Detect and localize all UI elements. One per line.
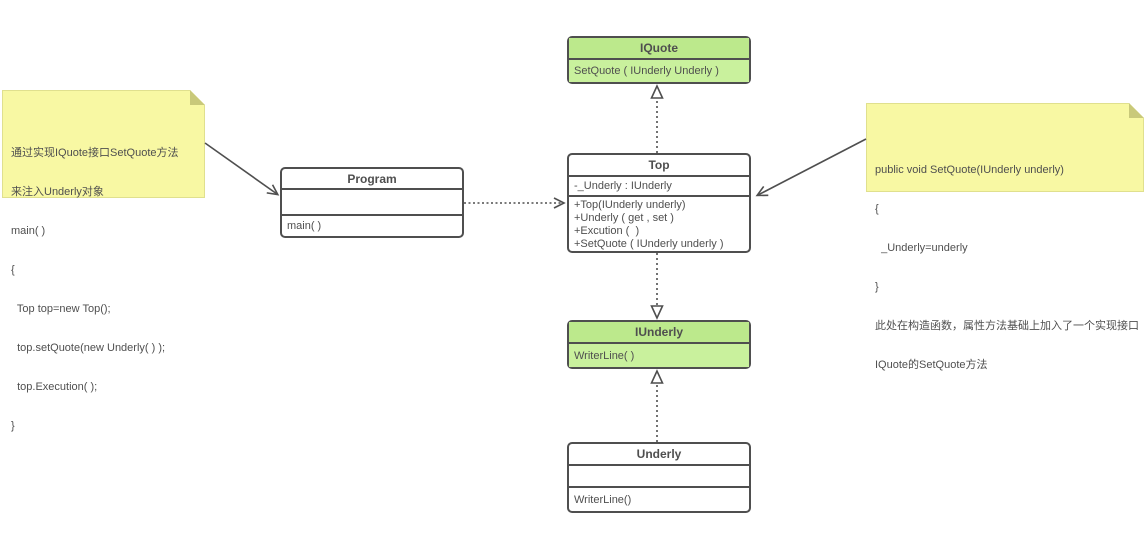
class-box-top[interactable]: Top -_Underly : IUnderly +Top(IUnderly u… [567, 153, 751, 253]
class-fields-underly-empty [569, 466, 749, 488]
note-right[interactable]: public void SetQuote(IUnderly underly) {… [866, 103, 1144, 371]
class-box-iquote[interactable]: IQuote SetQuote ( IUnderly Underly ) [567, 36, 751, 84]
note-left-line: 来注入Underly对象 [11, 186, 104, 198]
class-method-top-underly: +Underly ( get , set ) [574, 212, 674, 224]
class-title-program: Program [282, 169, 462, 190]
note-left[interactable]: 通过实现IQuote接口SetQuote方法 来注入Underly对象 main… [2, 90, 205, 432]
note-left-line: top.Execution( ); [11, 381, 98, 393]
connector-realization-underly-iunderly[interactable] [650, 369, 664, 442]
class-method-iquote-setquote: SetQuote ( IUnderly Underly ) [569, 60, 749, 82]
note-left-line: 通过实现IQuote接口SetQuote方法 [11, 147, 179, 159]
class-box-program[interactable]: Program main( ) [280, 167, 464, 238]
note-left-line: top.setQuote(new Underly( ) ); [11, 342, 166, 354]
class-method-top-excution: +Excution ( ) [574, 225, 640, 237]
class-box-iunderly[interactable]: IUnderly WriterLine( ) [567, 320, 751, 369]
class-method-top-ctor: +Top(IUnderly underly) [574, 199, 686, 211]
note-right-line: 此处在构造函数，属性方法基础上加入了一个实现接口 [875, 320, 1139, 332]
note-left-line: Top top=new Top(); [11, 303, 111, 315]
class-title-iquote: IQuote [569, 38, 749, 60]
connector-dependency-top-iunderly[interactable] [650, 253, 664, 320]
connector-realization-top-iquote[interactable] [650, 84, 664, 153]
note-right-line: _Underly=underly [875, 242, 968, 254]
class-method-top-setquote: +SetQuote ( IUnderly underly ) [574, 238, 724, 250]
class-title-iunderly: IUnderly [569, 322, 749, 344]
class-fields-program-empty [282, 190, 462, 216]
class-title-top: Top [569, 155, 749, 177]
note-left-line: main( ) [11, 225, 46, 237]
class-title-underly: Underly [569, 444, 749, 466]
note-left-fold-icon [190, 90, 205, 105]
note-right-fold-icon [1129, 103, 1144, 118]
class-method-iunderly-writerline: WriterLine( ) [569, 344, 749, 367]
class-box-underly[interactable]: Underly WriterLine() [567, 442, 751, 513]
note-right-line: IQuote的SetQuote方法 [875, 359, 988, 371]
note-right-line: } [875, 281, 879, 293]
note-right-line: { [875, 203, 879, 215]
class-method-underly-writerline: WriterLine() [574, 493, 632, 506]
connector-note-left-program[interactable] [204, 142, 280, 196]
note-right-line: public void SetQuote(IUnderly underly) [875, 164, 1064, 176]
note-left-line: } [11, 420, 15, 432]
class-field-top-underly: -_Underly : IUnderly [569, 177, 749, 197]
connector-note-right-top[interactable] [755, 138, 867, 197]
note-left-line: { [11, 264, 15, 276]
class-methods-top: +Top(IUnderly underly) +Underly ( get , … [569, 197, 749, 253]
class-method-program-main: main( ) [287, 220, 322, 232]
